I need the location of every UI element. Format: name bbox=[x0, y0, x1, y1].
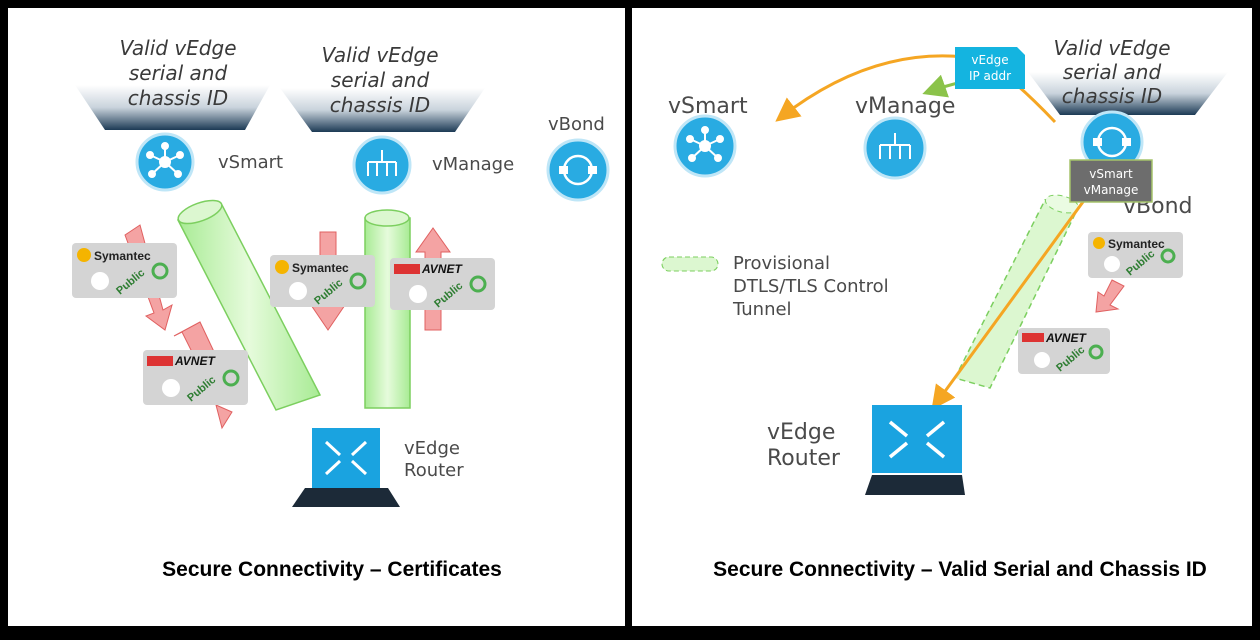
funnel-text: Valid vEdge bbox=[322, 43, 439, 67]
funnel-text: chassis ID bbox=[1062, 84, 1162, 108]
funnel-text: Valid vEdge bbox=[1054, 36, 1171, 60]
router-label: vEdge bbox=[767, 420, 835, 445]
vbond-label: vBond bbox=[548, 114, 605, 135]
symantec-check-icon bbox=[275, 260, 289, 274]
legend-text: Provisional bbox=[733, 253, 830, 274]
vsmart-node[interactable] bbox=[135, 132, 195, 192]
ribbon-icon bbox=[162, 379, 180, 397]
tree-icon bbox=[879, 133, 911, 159]
orange-arrow-to-vedge bbox=[931, 194, 1090, 410]
funnel-text: serial and bbox=[129, 61, 228, 85]
vedge-router[interactable] bbox=[865, 405, 965, 495]
funnel-serial-chassis-2: Valid vEdge serial and chassis ID bbox=[280, 43, 485, 132]
ribbon-icon bbox=[289, 282, 307, 300]
ip-box-text: vEdge bbox=[971, 53, 1008, 67]
funnel-text: chassis ID bbox=[128, 86, 228, 110]
funnel-serial-chassis-1: Valid vEdge serial and chassis ID bbox=[75, 36, 270, 130]
key-icon bbox=[1088, 344, 1104, 360]
ribbon-icon bbox=[409, 285, 427, 303]
hub-icon bbox=[146, 142, 184, 178]
ribbon-icon bbox=[1034, 352, 1050, 368]
avnet-logo-icon bbox=[1022, 333, 1044, 342]
vmanage-node[interactable] bbox=[352, 135, 412, 195]
key-icon bbox=[151, 262, 169, 280]
funnel-serial-chassis: Valid vEdge serial and chassis ID bbox=[1028, 36, 1228, 115]
tunnel-vmanage-vedge bbox=[364, 209, 411, 409]
vmanage-label: vManage bbox=[855, 94, 955, 119]
avnet-logo-icon bbox=[147, 356, 173, 366]
cert-issuer: AVNET bbox=[1045, 331, 1087, 345]
arrow-down bbox=[1095, 279, 1125, 313]
cert-symantec: Symantec Public bbox=[72, 243, 177, 298]
symantec-check-icon bbox=[77, 248, 91, 262]
legend-swatch bbox=[661, 256, 719, 272]
arrow-tail bbox=[215, 404, 233, 430]
cert-issuer: Symantec bbox=[292, 261, 349, 275]
tree-icon bbox=[367, 150, 397, 176]
ip-box-text: IP addr bbox=[969, 69, 1011, 83]
legend-provisional-tunnel: Provisional DTLS/TLS Control Tunnel bbox=[661, 253, 889, 320]
cert-avnet: AVNET Public bbox=[143, 350, 248, 405]
cert-symantec: Symantec Public bbox=[270, 255, 375, 307]
funnel-text: chassis ID bbox=[330, 93, 430, 117]
tunnel-vsmart-vedge bbox=[176, 199, 322, 411]
cert-avnet: AVNET Public bbox=[390, 258, 495, 310]
cert-symantec: Symantec Public bbox=[1088, 232, 1183, 278]
vsmart-vmanage-box: vSmart vManage bbox=[1069, 159, 1153, 203]
router-arrows-icon bbox=[324, 440, 368, 476]
cert-issuer: AVNET bbox=[421, 262, 463, 276]
vedge-ip-addr-box: vEdge IP addr bbox=[955, 47, 1025, 89]
cert-avnet: AVNET Public bbox=[1018, 328, 1110, 374]
cert-issuer: Symantec bbox=[1108, 237, 1165, 251]
funnel-text: Valid vEdge bbox=[120, 36, 237, 60]
vsmart-node[interactable] bbox=[673, 114, 737, 178]
router-label: vEdge bbox=[404, 438, 460, 459]
gray-box-text: vSmart bbox=[1089, 167, 1133, 181]
router-label: Router bbox=[767, 446, 841, 471]
key-icon bbox=[469, 275, 487, 293]
vmanage-label: vManage bbox=[432, 154, 514, 175]
vbond-node[interactable] bbox=[546, 138, 610, 202]
vbond-node[interactable] bbox=[1080, 110, 1144, 174]
legend-text: DTLS/TLS Control bbox=[733, 276, 889, 297]
left-caption: Secure Connectivity – Certificates bbox=[162, 558, 502, 581]
vedge-router[interactable] bbox=[292, 428, 400, 507]
cert-issuer: Symantec bbox=[94, 249, 151, 263]
vmanage-node[interactable] bbox=[863, 116, 927, 180]
router-label: Router bbox=[404, 460, 464, 481]
ribbon-icon bbox=[91, 272, 109, 290]
key-icon bbox=[222, 369, 240, 387]
vsmart-label: vSmart bbox=[218, 152, 283, 173]
gray-box-text: vManage bbox=[1084, 183, 1139, 197]
funnel-text: serial and bbox=[331, 68, 430, 92]
ribbon-icon bbox=[1104, 256, 1120, 272]
right-caption: Secure Connectivity – Valid Serial and C… bbox=[713, 558, 1207, 581]
funnel-text: serial and bbox=[1063, 60, 1162, 84]
cert-issuer: AVNET bbox=[174, 354, 216, 368]
legend-text: Tunnel bbox=[732, 299, 792, 320]
key-icon bbox=[349, 272, 367, 290]
symantec-check-icon bbox=[1093, 237, 1105, 249]
key-icon bbox=[1160, 248, 1176, 264]
avnet-logo-icon bbox=[394, 264, 420, 274]
router-arrows-icon bbox=[888, 420, 946, 459]
hub-icon bbox=[686, 126, 724, 162]
